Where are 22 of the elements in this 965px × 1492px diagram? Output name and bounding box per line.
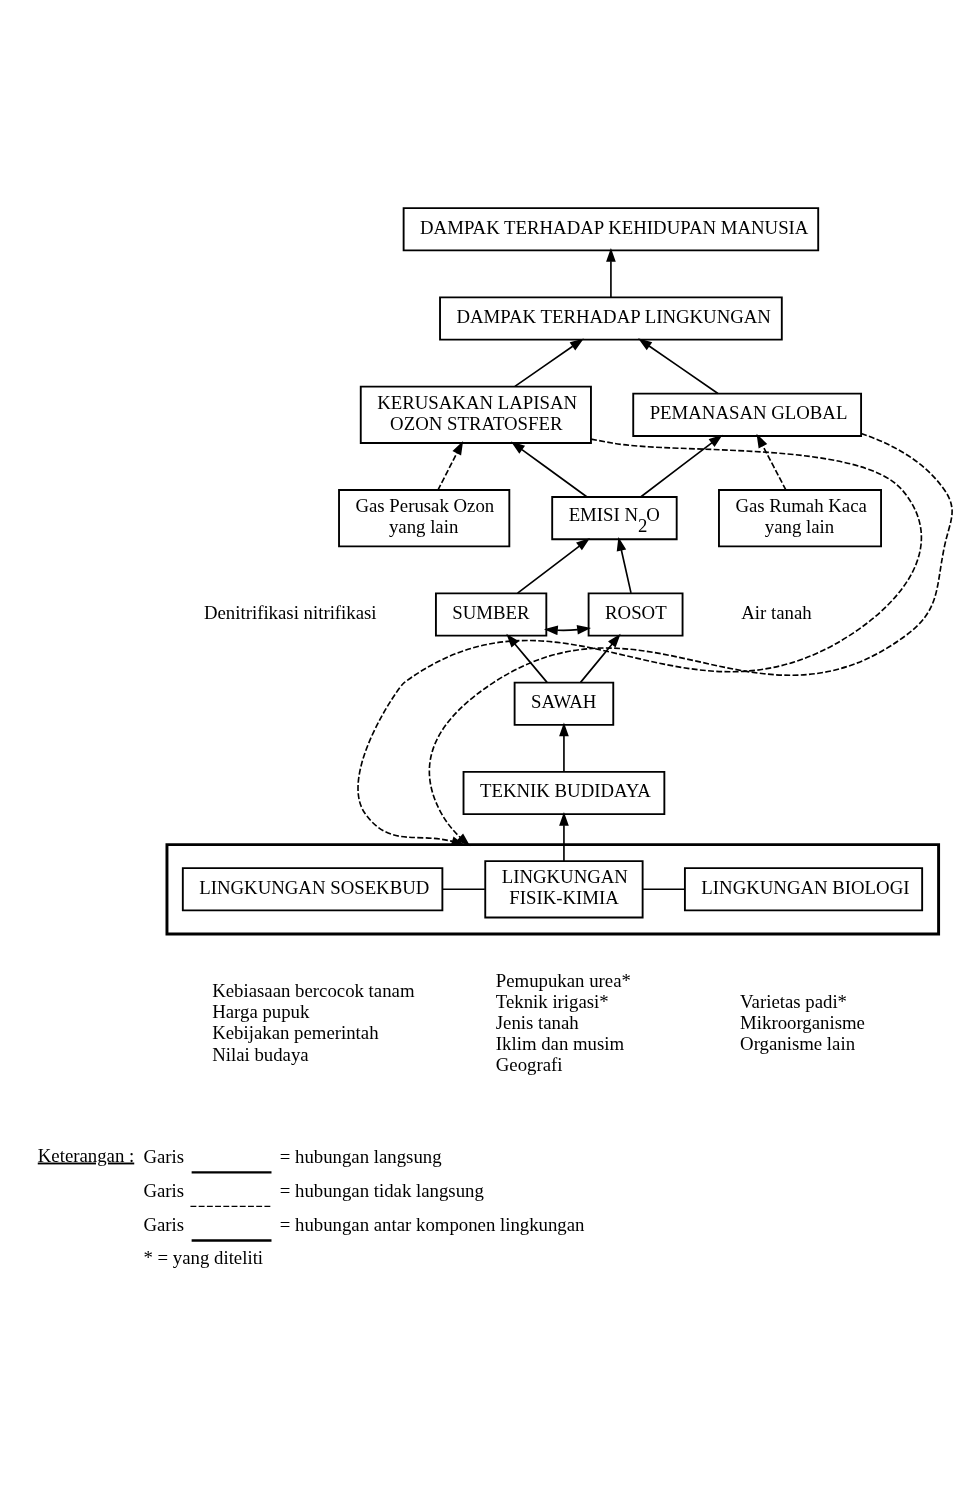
- node-label: Varietas padi*: [739, 990, 847, 1012]
- node-label: Denitrifikasi nitrifikasi: [203, 601, 377, 623]
- legend-label: = hubungan tidak langsung: [279, 1179, 484, 1201]
- node-label: Organisme lain: [739, 1032, 855, 1054]
- node-label: Air tanah: [740, 601, 812, 623]
- node-label: Kebiasaan bercocok tanam: [211, 980, 415, 1002]
- node-label: Jenis tanah: [495, 1011, 579, 1033]
- label: * = yang diteliti: [142, 1246, 263, 1268]
- legend-label: = hubungan langsung: [279, 1145, 442, 1167]
- node-label: Pemupukan urea*: [495, 969, 631, 991]
- label: Keterangan :: [37, 1144, 134, 1166]
- legend-label: = hubungan antar komponen lingkungan: [279, 1213, 584, 1235]
- node-label: Nilai budaya: [211, 1043, 309, 1065]
- label: Garis: [142, 1213, 184, 1235]
- label: Garis: [142, 1179, 184, 1201]
- node-label: Harga pupuk: [211, 1001, 309, 1023]
- node-label: Teknik irigasi*: [495, 990, 609, 1012]
- node-label: Kebijakan pemerintah: [211, 1022, 379, 1044]
- node-label: Mikroorganisme: [739, 1011, 865, 1033]
- node-label: Iklim dan musim: [495, 1032, 624, 1054]
- label: Garis: [142, 1145, 184, 1167]
- node-label: Geografi: [495, 1054, 563, 1076]
